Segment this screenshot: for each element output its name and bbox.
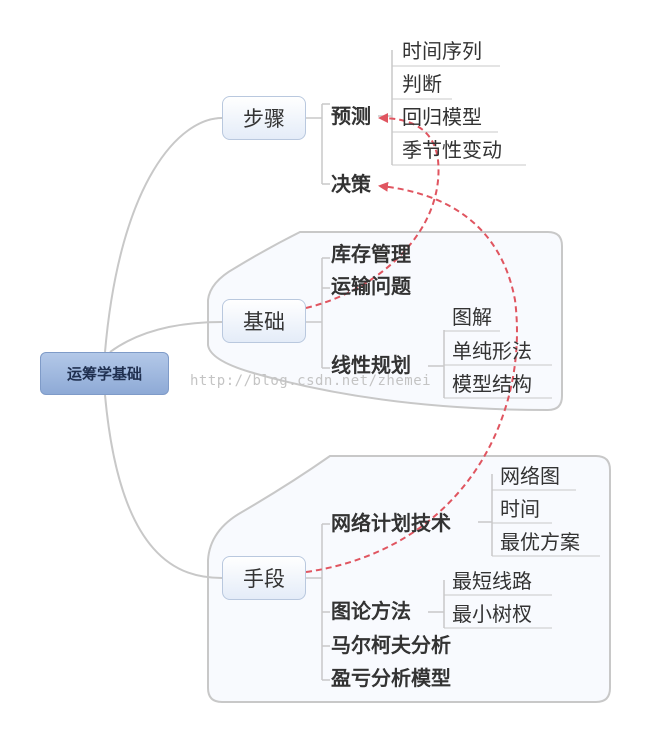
leaf-time[interactable]: 时间: [500, 497, 540, 521]
leaf-shortest-route[interactable]: 最短线路: [452, 569, 532, 593]
topic-network-planning[interactable]: 网络计划技术: [331, 511, 451, 535]
branch-steps[interactable]: 步骤: [222, 96, 306, 140]
topic-graph-theory[interactable]: 图论方法: [331, 599, 411, 623]
topic-transportation-problem[interactable]: 运输问题: [331, 274, 411, 298]
branch-basics[interactable]: 基础: [222, 299, 306, 343]
watermark-url: http://blog.csdn.net/zhemei: [190, 373, 432, 389]
topic-markov-analysis[interactable]: 马尔柯夫分析: [331, 633, 451, 657]
leaf-graphical-method[interactable]: 图解: [452, 305, 492, 329]
leaf-regression-model[interactable]: 回归模型: [402, 105, 482, 129]
leaf-judgment[interactable]: 判断: [402, 72, 442, 96]
connector-root-methods: [104, 394, 223, 579]
branch-methods[interactable]: 手段: [222, 556, 306, 600]
topic-forecast[interactable]: 预测: [331, 104, 371, 128]
relationship-basics-to-forecast: [305, 113, 440, 309]
relationship-methods-to-decision: [305, 181, 518, 573]
leaf-model-structure[interactable]: 模型结构: [452, 372, 532, 396]
leaf-optimal-plan[interactable]: 最优方案: [500, 530, 580, 554]
topic-break-even-model[interactable]: 盈亏分析模型: [331, 666, 451, 690]
root-topic[interactable]: 运筹学基础: [40, 352, 169, 395]
connector-root-steps: [104, 117, 223, 353]
leaf-seasonal-variation[interactable]: 季节性变动: [402, 138, 502, 162]
leaf-time-series[interactable]: 时间序列: [402, 39, 482, 63]
leaf-network-diagram[interactable]: 网络图: [500, 464, 560, 488]
topic-inventory-management[interactable]: 库存管理: [331, 242, 411, 266]
topic-linear-programming[interactable]: 线性规划: [331, 353, 411, 377]
boundary-methods: [207, 455, 611, 703]
leaf-minimum-spanning-tree[interactable]: 最小树杈: [452, 602, 532, 626]
leaf-simplex-method[interactable]: 单纯形法: [452, 339, 532, 363]
topic-decision[interactable]: 决策: [331, 172, 371, 196]
connector-root-basics: [109, 321, 223, 353]
